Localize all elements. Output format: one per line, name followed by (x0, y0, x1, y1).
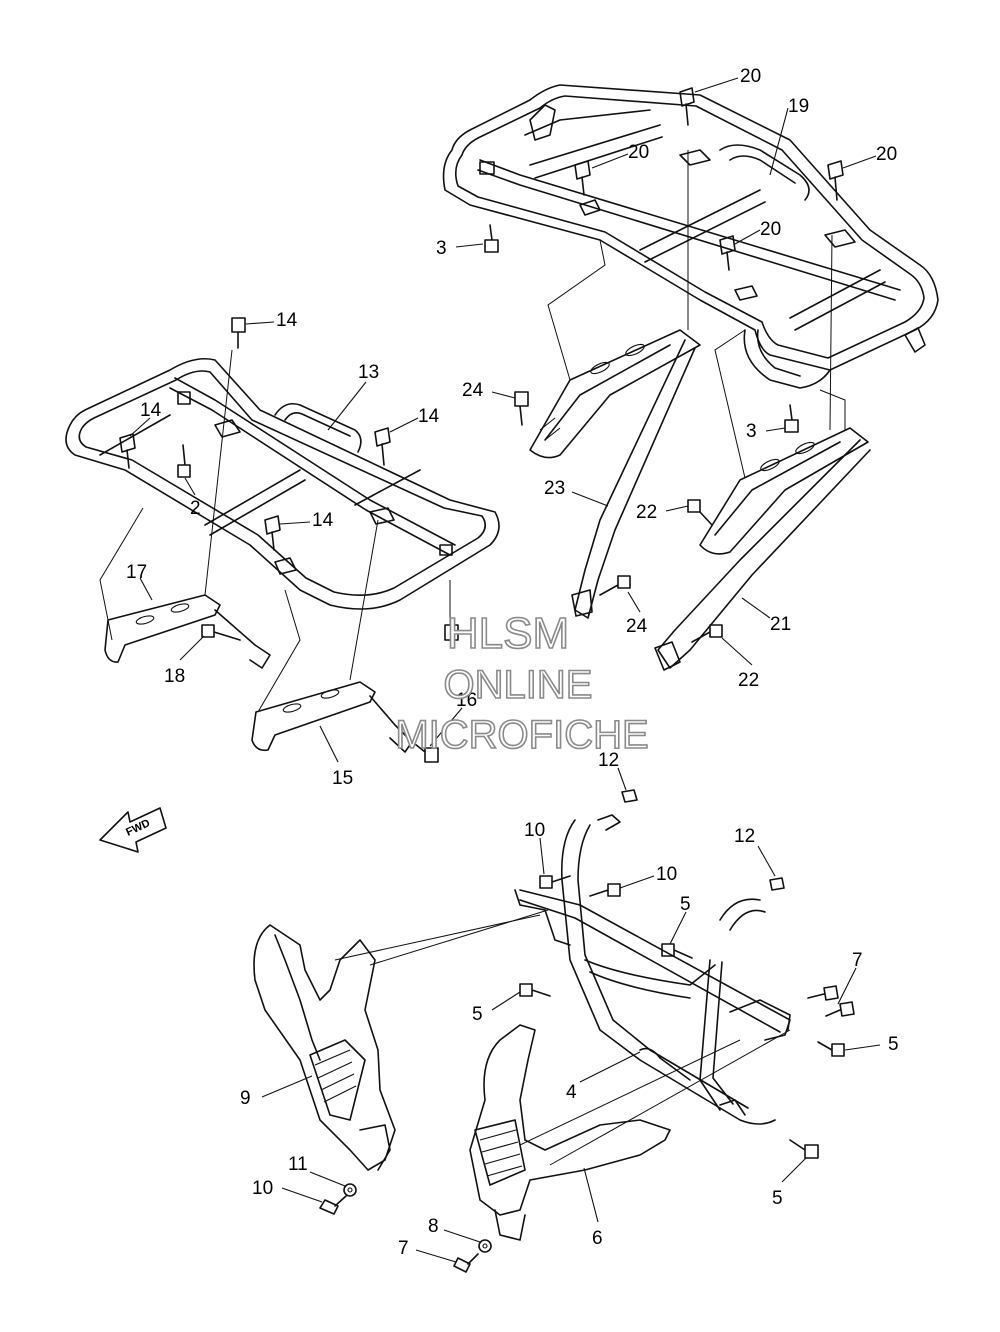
watermark-line-1: HLSM (447, 609, 569, 658)
callout-10: 10 (524, 820, 545, 841)
bolt-14a (231, 317, 246, 349)
callout-4: 4 (566, 1082, 577, 1103)
watermark-line-3: MICROFICHE (395, 713, 648, 757)
callout-5: 5 (680, 894, 691, 915)
callout-5: 5 (772, 1188, 783, 1209)
rear-carrier-bracket-left (529, 329, 701, 459)
callout-14: 14 (140, 400, 162, 421)
guard-panel-6 (469, 1024, 671, 1241)
bolt-14c (374, 427, 391, 466)
callout-12: 12 (598, 750, 619, 771)
fwd-label: FWD (124, 817, 152, 838)
bolt-14d (264, 515, 281, 551)
bolt-18 (201, 624, 241, 641)
callout-17: 17 (126, 562, 147, 583)
callout-3: 3 (746, 421, 757, 442)
bolt-22b (691, 624, 723, 643)
callout-11: 11 (288, 1154, 308, 1175)
nut-12a (621, 789, 638, 803)
bolt-3a (484, 224, 499, 253)
callout-22: 22 (738, 670, 759, 691)
bolt-22a (687, 499, 713, 526)
front-bracket-15 (251, 681, 413, 753)
callout-24: 24 (626, 616, 648, 637)
callout-10: 10 (252, 1178, 273, 1199)
screw-10c (319, 1195, 347, 1215)
callout-15: 15 (332, 768, 353, 789)
guard-frame-4 (514, 814, 791, 1125)
stay-21 (654, 439, 871, 671)
callout-6: 6 (592, 1228, 603, 1249)
bolt-5b (519, 983, 551, 997)
front-bracket-17 (104, 594, 271, 669)
bolt-5d (789, 1139, 819, 1159)
callout-14: 14 (312, 510, 334, 531)
callout-20: 20 (876, 144, 897, 165)
callout-20: 20 (760, 219, 781, 240)
callout-3: 3 (436, 238, 447, 259)
callout-24: 24 (462, 380, 484, 401)
bolt-3b (784, 404, 799, 433)
bolt-20c (827, 160, 844, 201)
callout-16: 16 (456, 690, 477, 711)
guard-panel-9 (253, 924, 396, 1171)
bolt-24a (514, 391, 529, 426)
stay-23 (571, 339, 696, 619)
watermark: HLSM ONLINE MICROFICHE (395, 608, 650, 758)
washer-8 (478, 1239, 492, 1253)
bolt-2 (177, 444, 191, 478)
watermark-line-2: ONLINE (444, 663, 593, 707)
callout-7: 7 (398, 1238, 409, 1259)
callout-leaders (129, 77, 881, 1263)
callout-12: 12 (734, 826, 755, 847)
front-carrier (65, 357, 500, 610)
callout-19: 19 (788, 96, 809, 117)
bolt-5a (661, 943, 693, 959)
bolt-7a (807, 985, 839, 1001)
rear-carrier (442, 84, 939, 389)
washer-11 (343, 1183, 357, 1197)
callout-20: 20 (740, 66, 761, 87)
callout-labels: 20 19 20 20 3 20 14 13 14 14 24 3 2 23 2… (126, 66, 899, 1259)
callout-2: 2 (190, 498, 201, 519)
bolt-5c (817, 1041, 845, 1057)
callout-8: 8 (428, 1216, 439, 1237)
fwd-arrow: FWD (99, 807, 167, 853)
bolt-20d (719, 235, 736, 271)
bolt-10a (539, 875, 571, 889)
callout-10: 10 (656, 864, 677, 885)
callout-5: 5 (888, 1034, 899, 1055)
callout-20: 20 (628, 142, 649, 163)
bolt-20b (574, 160, 591, 196)
callout-14: 14 (276, 310, 298, 331)
callout-23: 23 (544, 478, 565, 499)
callout-18: 18 (164, 666, 185, 687)
guard-guide-lines (334, 909, 791, 1166)
callout-9: 9 (240, 1088, 251, 1109)
bolt-14b (119, 433, 136, 469)
bolt-24b (599, 575, 631, 596)
bolt-16 (409, 739, 439, 763)
rear-carrier-bracket-right (699, 427, 869, 555)
callout-7: 7 (852, 950, 863, 971)
callout-5: 5 (472, 1004, 483, 1025)
rear-guide-lines (547, 150, 846, 479)
screw-7b (453, 1253, 479, 1273)
bolt-10b (589, 883, 621, 897)
callout-22: 22 (636, 502, 657, 523)
bolt-7c (825, 1001, 855, 1017)
callout-14: 14 (418, 406, 440, 427)
front-guide-lines (99, 349, 451, 713)
nut-12b (769, 877, 785, 891)
callout-21: 21 (770, 614, 791, 635)
callout-13: 13 (358, 362, 379, 383)
bolt-16b (444, 624, 459, 641)
bolt-20a (679, 87, 695, 126)
